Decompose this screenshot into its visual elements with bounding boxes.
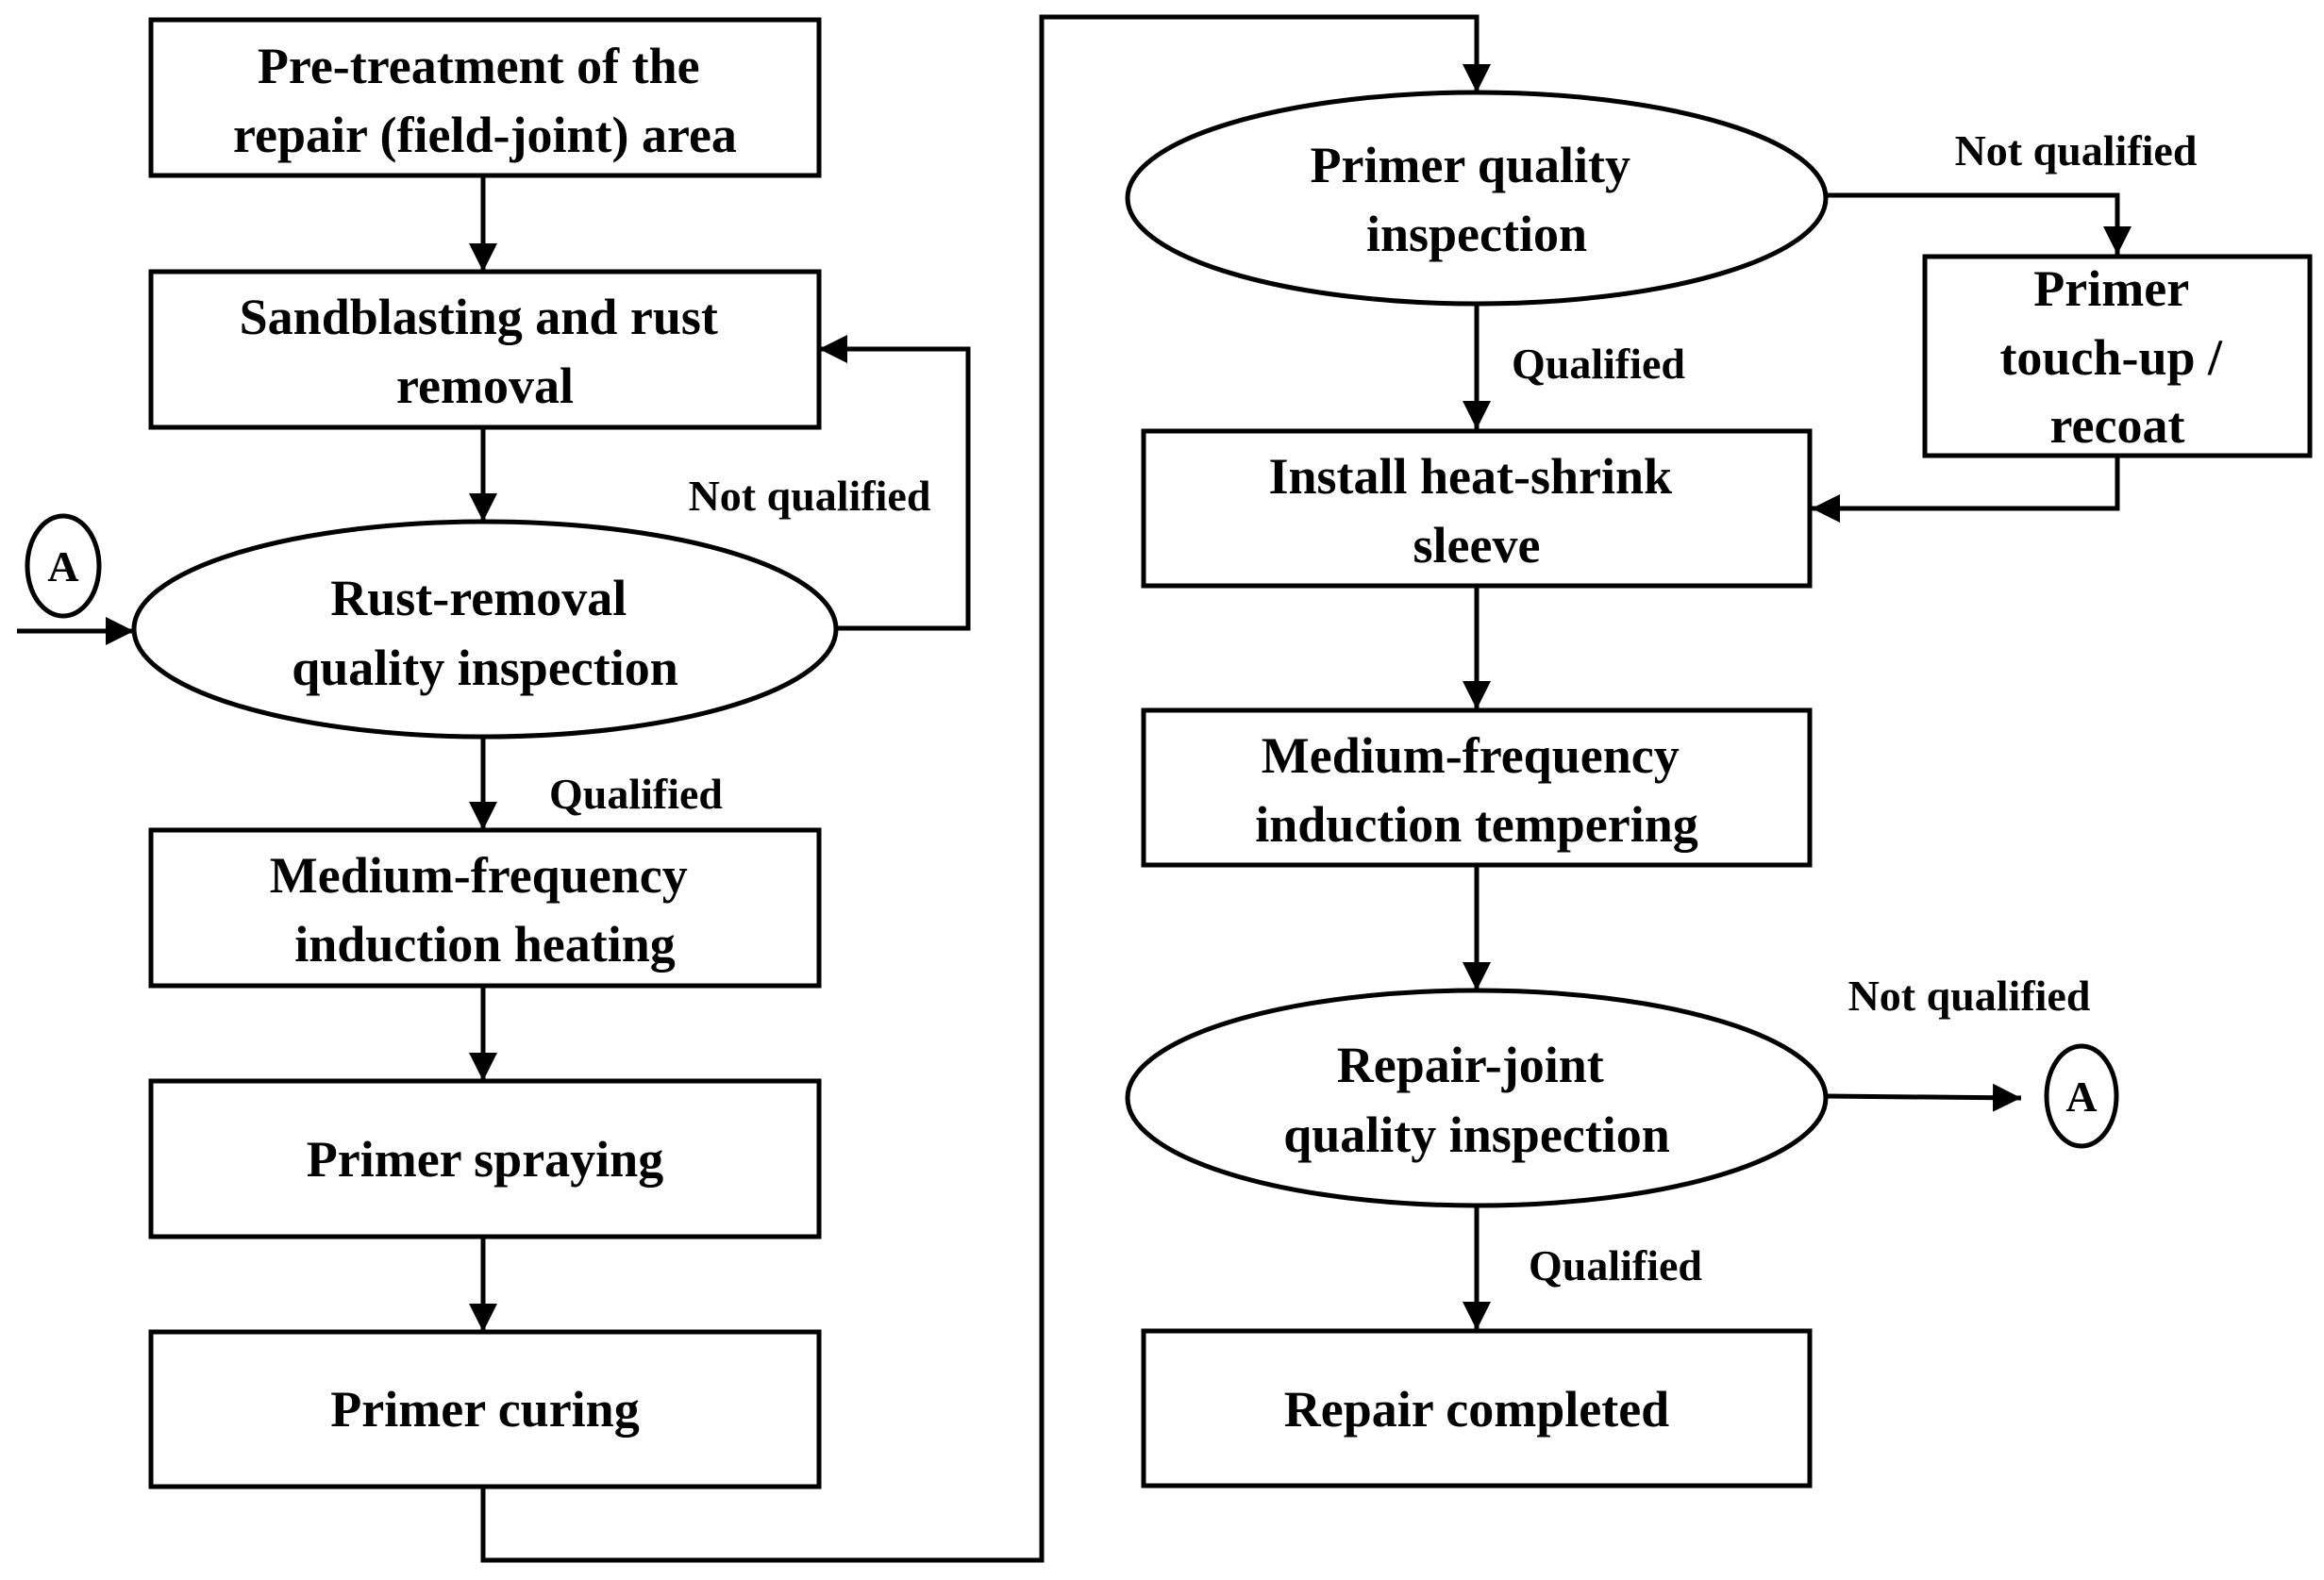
node-primer-inspection-line-1: Primer quality [1311,137,1630,193]
node-primer-touchup-line-2: touch-up / [1999,329,2223,386]
svg-text:Primer curing: Primer curing [330,1381,639,1438]
svg-text:Medium-frequency inducti: Medium-frequency induction tempering [1255,727,1698,853]
arrow-curing-to-primer-inspection [480,14,1491,1563]
svg-text:Sandblasting and rust re: Sandblasting and rust removal [240,289,731,414]
node-primer-spraying: Primer spraying [148,1078,822,1239]
arrow-primer-not-qualified-to-touchup [1826,192,2132,255]
svg-text:Primer touch-up /: Primer touch-up / recoat [1999,260,2234,454]
node-sandblasting-line-2: removal [396,358,574,414]
node-repair-inspection-line-1: Repair-joint [1337,1037,1604,1093]
svg-text:Install heat-shrink slee: Install heat-shrink sleeve [1268,448,1684,574]
process-box [1141,707,1813,868]
node-install-sleeve-line-1: Install heat-shrink [1268,448,1672,505]
connector-circle [25,513,102,619]
node-primer-touchup-line-1: Primer [2033,260,2188,317]
node-primer-curing: Primer curing [148,1329,822,1489]
node-install-sleeve: Install heat-shrink sleeve [1141,428,1813,589]
node-mf-tempering-line-1: Medium-frequency [1262,727,1680,784]
node-primer-inspection-line-2: inspection [1366,206,1587,262]
label-rust-qualified: Qualified [549,770,723,818]
connector-a-out: A [2044,1043,2119,1149]
flow-arrows [17,14,2132,1563]
node-mf-tempering: Medium-frequency induction tempering [1141,707,1813,868]
process-box [148,269,822,430]
node-primer-inspection: Primer quality inspection [1125,90,1829,307]
node-primer-curing-line-1: Primer curing [330,1381,639,1438]
svg-text:Primer spraying: Primer spraying [307,1131,663,1188]
process-box [148,1078,822,1239]
svg-text:Pre-treatment of the rep: Pre-treatment of the repair (field-joint… [233,38,737,163]
process-box [148,827,822,989]
node-pretreatment: Pre-treatment of the repair (field-joint… [148,17,822,178]
svg-text:Repair completed: Repair completed [1284,1381,1669,1438]
decision-ellipse [1125,90,1829,307]
process-box [148,17,822,178]
node-mf-tempering-line-2: induction tempering [1255,796,1698,853]
process-box [1141,428,1813,589]
svg-text:Primer quality inspectio: Primer quality inspection [1311,137,1644,262]
label-repair-qualified: Qualified [1529,1241,1702,1289]
arrow-rust-not-qualified-loop [819,335,971,631]
node-rust-inspection: Rust-removal quality inspection [131,519,839,740]
process-box [148,1329,822,1489]
node-install-sleeve-line-2: sleeve [1413,517,1541,574]
connector-a-in: A [25,513,102,619]
arrow-repair-not-qualified-to-connector-a [1825,1083,2022,1112]
node-primer-spraying-line-1: Primer spraying [307,1131,663,1188]
node-repair-inspection: Repair-joint quality inspection [1125,988,1829,1208]
decision-ellipse [131,519,839,740]
node-primer-touchup-line-3: recoat [2050,397,2185,454]
label-primer-qualified: Qualified [1512,340,1685,388]
label-repair-not-qualified: Not qualified [1848,972,2091,1020]
node-repair-completed-line-1: Repair completed [1284,1381,1669,1438]
node-pretreatment-line-2: repair (field-joint) area [233,107,737,163]
node-rust-inspection-line-2: quality inspection [292,640,678,696]
label-primer-not-qualified: Not qualified [1955,126,2198,175]
node-sandblasting-line-1: Sandblasting and rust [240,289,718,345]
node-repair-inspection-line-2: quality inspection [1283,1106,1670,1163]
decision-ellipse [1125,988,1829,1208]
label-rust-not-qualified: Not qualified [689,472,931,520]
process-box [1141,1328,1813,1489]
svg-text:Rust-removal quality ins: Rust-removal quality inspection [292,570,678,696]
arrow-touchup-to-sleeve [1812,456,2120,523]
node-rust-inspection-line-1: Rust-removal [330,570,627,626]
process-box [1922,254,2313,458]
node-pretreatment-line-1: Pre-treatment of the [258,38,700,94]
connector-a-out-label: A [2065,1073,2097,1121]
connector-a-in-label: A [47,542,78,590]
svg-text:Repair-joint quality ins: Repair-joint quality inspection [1283,1037,1670,1163]
node-repair-completed: Repair completed [1141,1328,1813,1489]
node-primer-touchup: Primer touch-up / recoat [1922,254,2313,458]
node-mf-heating-line-1: Medium-frequency [270,847,688,904]
connector-circle [2044,1043,2119,1149]
node-sandblasting: Sandblasting and rust removal [148,269,822,430]
svg-text:Medium-frequency inducti: Medium-frequency induction heating [270,847,700,973]
node-mf-heating-line-2: induction heating [294,916,676,973]
node-mf-heating: Medium-frequency induction heating [148,827,822,989]
